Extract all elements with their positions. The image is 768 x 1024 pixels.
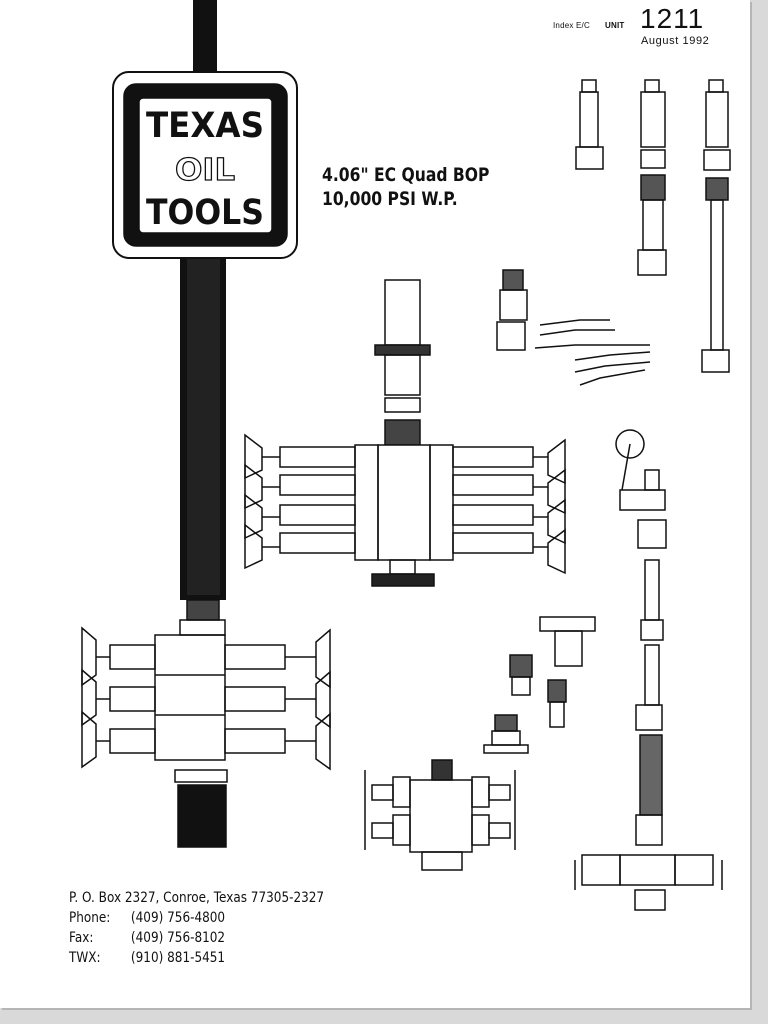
bop-equipment-illustration: TEXAS OIL TOOLS xyxy=(81,0,731,911)
phone-number: (409) 756-4800 xyxy=(130,910,226,926)
product-title-line2: 10,000 PSI W.P. xyxy=(322,188,458,210)
logo-text-oil: OIL xyxy=(175,153,235,188)
contact-block: P. O. Box 2327, Conroe, Texas 77305-2327… xyxy=(69,888,366,968)
small-fittings xyxy=(483,616,596,754)
small-valve-and-clips xyxy=(496,269,651,386)
unit-number: 1211 xyxy=(640,3,705,34)
fax-label: Fax: xyxy=(69,930,94,946)
logo-text-tools: TOOLS xyxy=(146,193,264,233)
catalog-page: TEXAS OIL TOOLS Index E/C UNIT 1211 Augu… xyxy=(0,0,750,1008)
fax-row: Fax: (409) 756-8102 xyxy=(69,928,324,948)
fax-number: (409) 756-8102 xyxy=(130,930,226,946)
twx-label: TWX: xyxy=(69,950,101,966)
twx-row: TWX: (910) 881-5451 xyxy=(69,948,324,968)
phone-row: Phone: (409) 756-4800 xyxy=(69,908,324,928)
dual-bop-bottom xyxy=(364,759,516,871)
top-right-tools xyxy=(575,79,731,373)
product-title-line1: 4.06" EC Quad BOP xyxy=(322,164,490,186)
product-title: 4.06" EC Quad BOP 10,000 PSI W.P. xyxy=(322,163,526,211)
quad-bop-center xyxy=(244,279,566,587)
phone-label: Phone: xyxy=(69,910,111,926)
unit-label: UNIT xyxy=(605,21,625,30)
triple-bop-left xyxy=(81,599,331,848)
logo-text-texas: TEXAS xyxy=(146,106,264,146)
twx-number: (910) 881-5451 xyxy=(130,950,226,966)
address: P. O. Box 2327, Conroe, Texas 77305-2327 xyxy=(69,890,325,906)
index-label: Index E/C xyxy=(553,21,590,30)
right-stack xyxy=(574,429,723,911)
publication-date: August 1992 xyxy=(641,35,710,47)
